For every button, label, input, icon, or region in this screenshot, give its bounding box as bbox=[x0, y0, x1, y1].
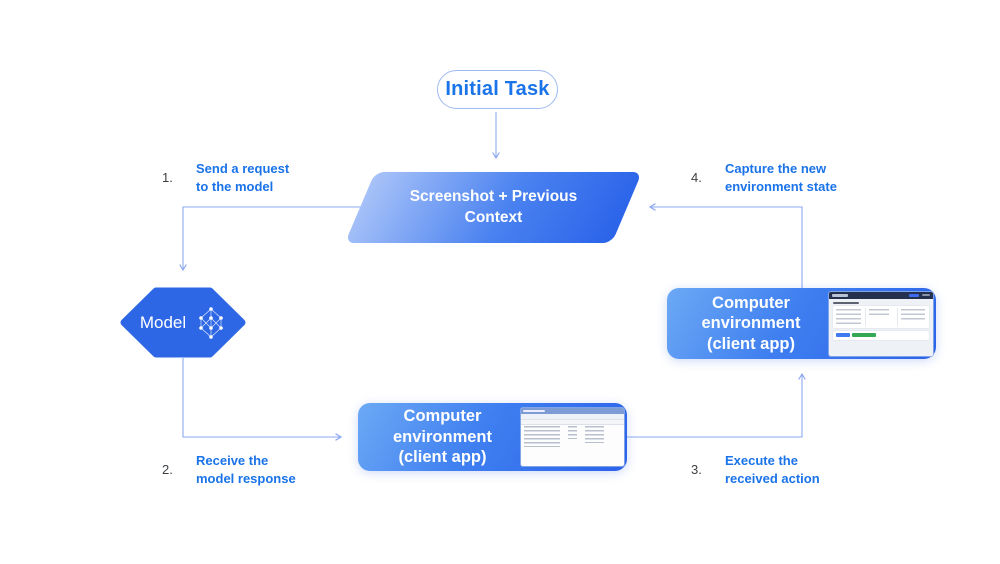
thumb-table-column bbox=[524, 426, 560, 447]
thumb-blue-button bbox=[836, 333, 850, 337]
screenshot-context-node: Screenshot + Previous Context bbox=[344, 172, 643, 243]
web-app-thumbnail bbox=[829, 291, 933, 356]
screenshot-context-label: Screenshot + Previous Context bbox=[409, 188, 578, 226]
step-number: 2. bbox=[162, 462, 173, 478]
initial-task-label: Initial Task bbox=[445, 78, 550, 100]
thumb-green-button bbox=[852, 333, 876, 337]
hexagon-shape bbox=[120, 287, 246, 358]
thumb-navbar bbox=[829, 291, 933, 299]
arrow-env-to-env bbox=[627, 372, 806, 438]
thumb-action-row bbox=[833, 330, 929, 340]
model-label: Model bbox=[139, 312, 187, 332]
arrow-model-to-env bbox=[182, 358, 343, 441]
thumb-info-card bbox=[833, 305, 929, 328]
step-1-label: 1. Send a request to the model bbox=[162, 160, 289, 195]
env-bottom-node: Computer environment (client app) bbox=[358, 403, 627, 471]
step-2-label: 2. Receive the model response bbox=[162, 452, 296, 487]
initial-task-node: Initial Task bbox=[437, 70, 558, 109]
step-4-label: 4. Capture the new environment state bbox=[691, 160, 837, 195]
step-text: Send a request to the model bbox=[196, 161, 290, 194]
step-number: 3. bbox=[691, 462, 702, 478]
thumb-table-column bbox=[568, 426, 577, 439]
thumb-toolbar bbox=[521, 414, 624, 420]
thumb-page-heading bbox=[833, 301, 859, 304]
thumb-nav-menu bbox=[922, 294, 930, 296]
env-right-node: Computer environment (client app) bbox=[667, 288, 936, 359]
step-3-label: 3. Execute the received action bbox=[691, 452, 820, 487]
thumb-card-column bbox=[869, 308, 889, 318]
step-number: 1. bbox=[162, 170, 173, 186]
neural-network-icon bbox=[199, 306, 223, 339]
env-right-label: Computer environment (client app) bbox=[701, 293, 801, 353]
thumb-nav-chip bbox=[909, 293, 919, 297]
env-bottom-label: Computer environment (client app) bbox=[392, 407, 493, 467]
file-manager-thumbnail bbox=[521, 408, 624, 466]
thumb-nav-item bbox=[832, 293, 848, 297]
thumb-table-column bbox=[585, 426, 604, 443]
model-node: Model bbox=[120, 287, 246, 358]
step-text: Execute the received action bbox=[725, 453, 820, 486]
thumb-titlebar bbox=[521, 408, 624, 414]
thumb-card-divider bbox=[897, 307, 898, 326]
thumb-card-divider bbox=[865, 307, 866, 326]
thumb-card-column bbox=[836, 308, 861, 324]
thumb-table-header bbox=[521, 420, 624, 425]
thumb-title-text bbox=[523, 410, 545, 412]
step-text: Capture the new environment state bbox=[725, 161, 837, 194]
thumb-card-column bbox=[901, 308, 925, 320]
arrow-context-to-model bbox=[179, 206, 366, 272]
step-number: 4. bbox=[691, 170, 702, 186]
step-text: Receive the model response bbox=[196, 453, 296, 486]
arrow-env-to-context bbox=[648, 203, 803, 288]
